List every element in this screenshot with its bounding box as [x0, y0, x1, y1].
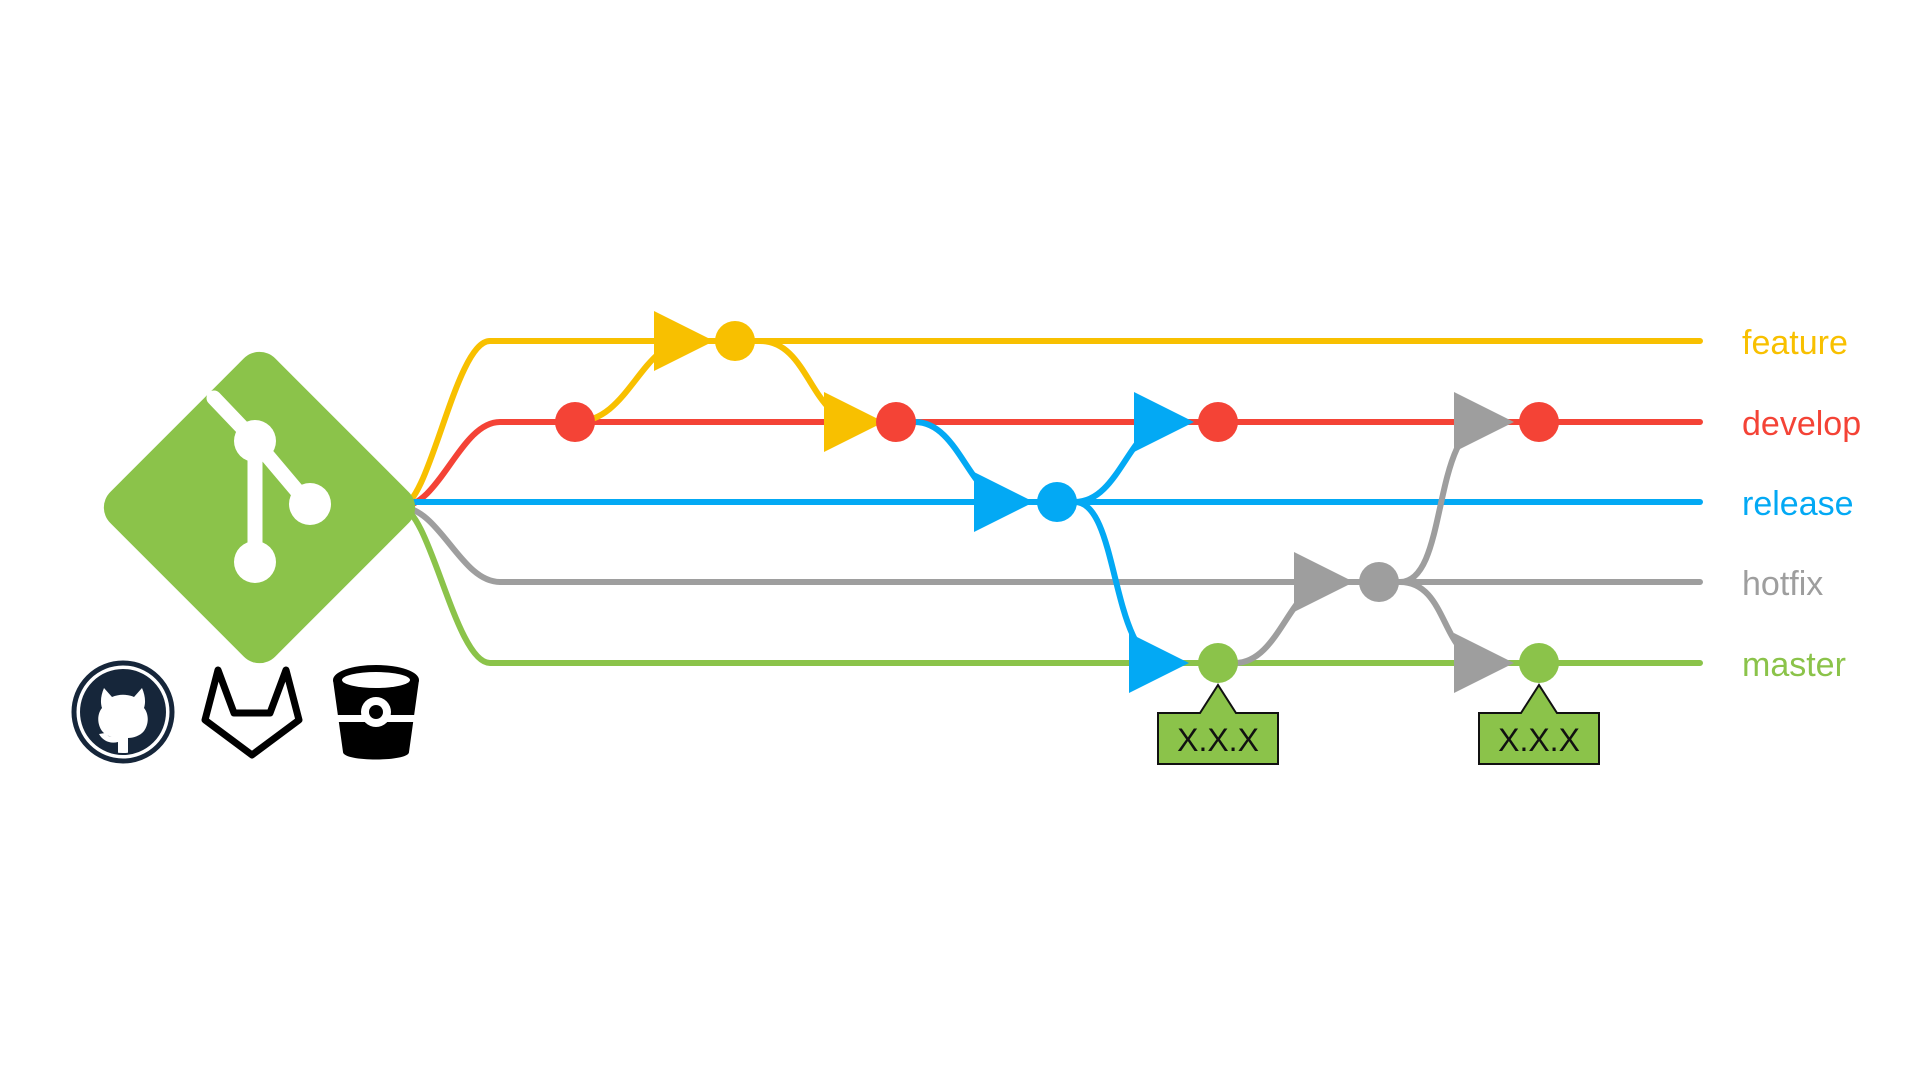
connector-hotfix-to-develop — [1397, 392, 1514, 585]
commit-develop-1 — [555, 402, 595, 442]
connector-release-to-develop — [1072, 392, 1194, 505]
commit-nodes — [555, 321, 1559, 683]
commit-develop-3 — [1198, 402, 1238, 442]
commit-master-1 — [1198, 643, 1238, 683]
commit-develop-2 — [876, 402, 916, 442]
branch-label-develop: develop — [1742, 405, 1861, 443]
branch-labels: feature develop release hotfix master — [1742, 324, 1861, 684]
branch-label-hotfix: hotfix — [1742, 565, 1823, 603]
connector-hotfix-to-master — [1397, 579, 1514, 693]
connector-master-to-hotfix — [1232, 552, 1354, 666]
gitlab-icon — [201, 666, 303, 759]
commit-master-2 — [1519, 643, 1559, 683]
commit-develop-4 — [1519, 402, 1559, 442]
github-icon — [71, 660, 175, 764]
branch-label-release: release — [1742, 485, 1854, 523]
git-logo-icon — [103, 351, 416, 664]
connector-release-to-master — [1072, 499, 1189, 693]
connector-develop-to-release — [912, 419, 1034, 532]
version-tag-1-label: X.X.X — [1177, 722, 1259, 758]
branch-label-feature: feature — [1742, 324, 1848, 362]
connector-develop-to-feature — [572, 311, 714, 425]
version-tag-1: X.X.X — [1157, 683, 1279, 765]
version-tag-2: X.X.X — [1478, 683, 1600, 765]
commit-hotfix-1 — [1359, 562, 1399, 602]
bitbucket-icon — [333, 665, 419, 760]
commit-release-1 — [1037, 482, 1077, 522]
branch-label-master: master — [1742, 646, 1846, 684]
commit-feature-1 — [715, 321, 755, 361]
connector-feature-to-develop — [757, 338, 884, 452]
version-tag-2-label: X.X.X — [1498, 722, 1580, 758]
